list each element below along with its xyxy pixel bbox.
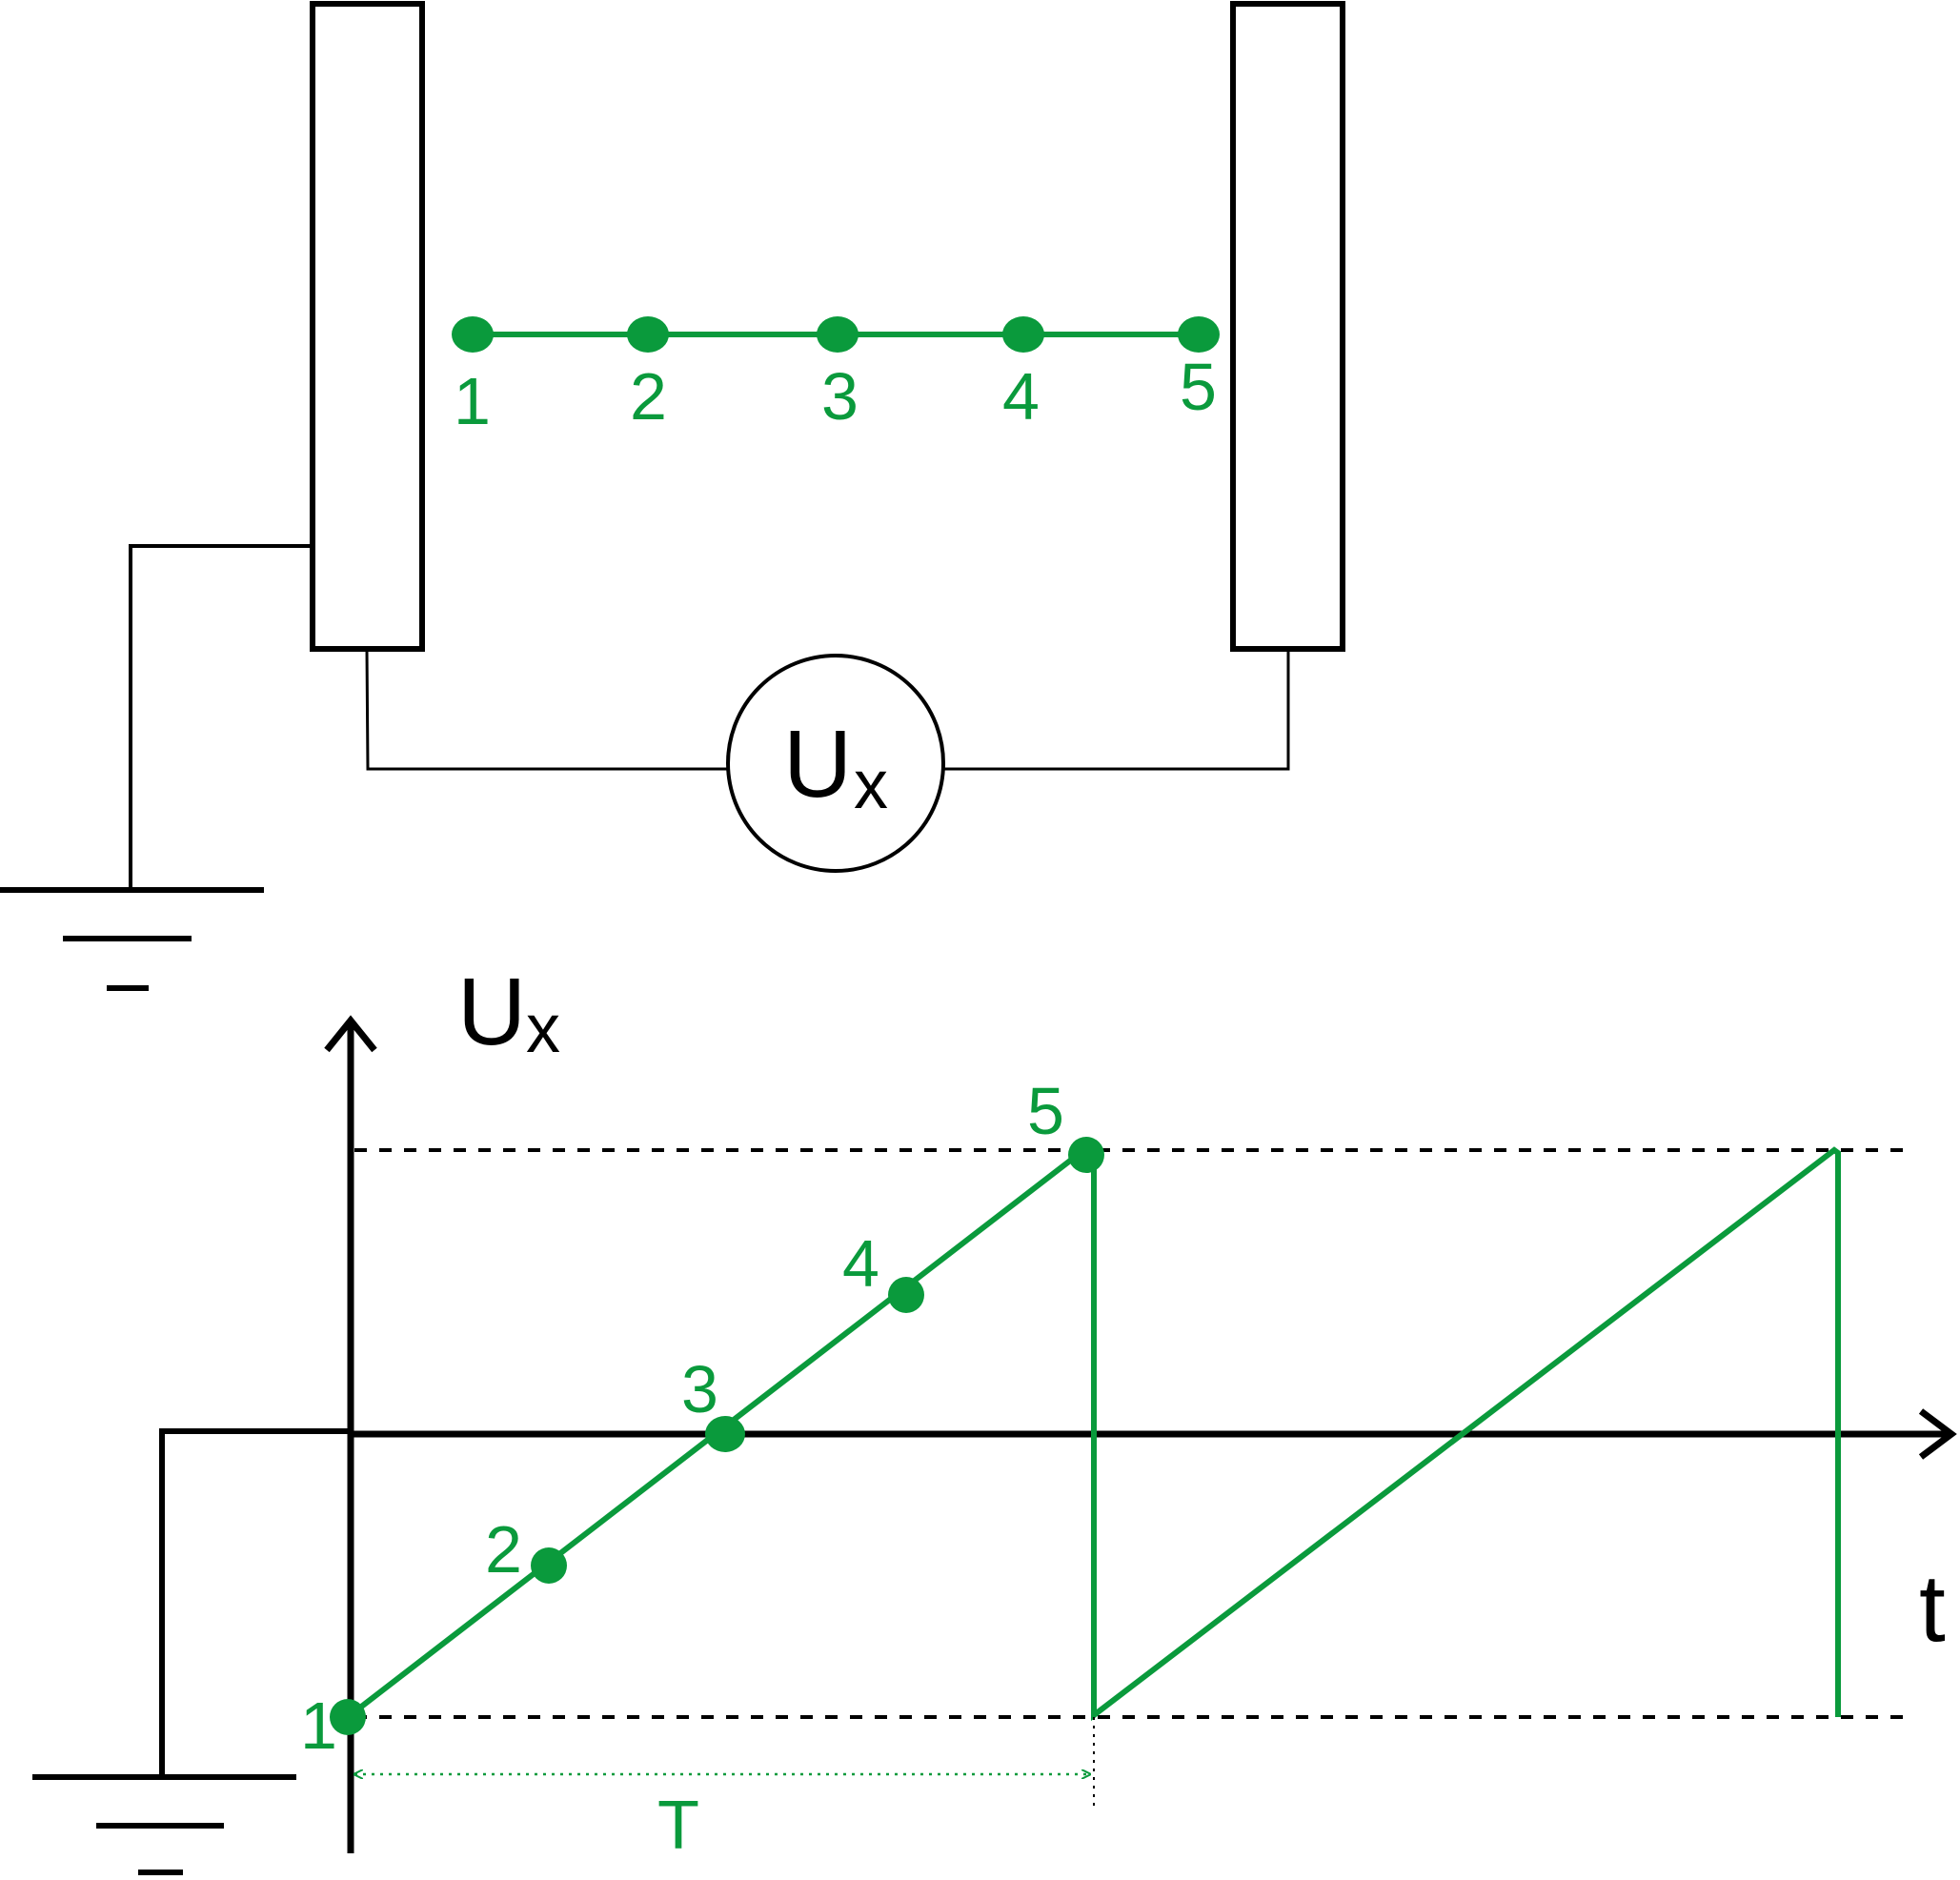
y-axis-subscript: x bbox=[526, 991, 560, 1067]
voltmeter-wire-left bbox=[365, 648, 728, 771]
probe-node-1 bbox=[452, 316, 494, 353]
period-label: T bbox=[657, 1788, 699, 1864]
probe-label-2: 2 bbox=[630, 359, 667, 434]
x-axis-label: t bbox=[1919, 1555, 1946, 1662]
ground-wire bbox=[129, 544, 313, 888]
left-electrode bbox=[310, 1, 425, 652]
probe-nodes bbox=[452, 316, 1220, 353]
graph-ground-wire bbox=[159, 1428, 351, 1777]
graph-point-label-2: 2 bbox=[485, 1512, 522, 1587]
probe-node-2 bbox=[627, 316, 669, 353]
voltmeter-label: U bbox=[783, 711, 852, 818]
probe-node-3 bbox=[817, 316, 859, 353]
graph-point-labels: 1 2 3 4 5 bbox=[300, 1074, 1064, 1763]
graph-point-label-5: 5 bbox=[1027, 1074, 1064, 1148]
probe-node-4 bbox=[1002, 316, 1044, 353]
y-axis-symbol: U bbox=[457, 959, 526, 1065]
voltmeter-circle bbox=[726, 654, 945, 873]
graph-points bbox=[330, 1137, 1104, 1735]
y-axis-label: U bbox=[457, 959, 526, 1065]
graph-point-label-3: 3 bbox=[681, 1352, 718, 1426]
graph-point-5 bbox=[1068, 1137, 1104, 1173]
x-axis-arrowhead bbox=[1918, 1408, 1957, 1460]
graph-point-label-1: 1 bbox=[300, 1688, 337, 1763]
probe-label-1: 1 bbox=[454, 364, 491, 438]
y-axis-arrowhead bbox=[324, 1015, 377, 1053]
circuit: U x 1 2 3 4 5 bbox=[0, 1, 1345, 991]
graph-point-3 bbox=[705, 1416, 745, 1452]
ground-icon bbox=[32, 1774, 296, 1875]
voltmeter-symbol: U bbox=[783, 711, 852, 818]
graph-point-2 bbox=[531, 1547, 567, 1584]
graph: U x t 1 2 3 4 5 T bbox=[32, 959, 1957, 1875]
right-electrode bbox=[1230, 1, 1345, 652]
probe-label-4: 4 bbox=[1002, 359, 1040, 434]
probe-label-3: 3 bbox=[821, 359, 859, 434]
graph-point-label-4: 4 bbox=[842, 1226, 879, 1301]
ground-icon bbox=[0, 887, 264, 991]
graph-point-4 bbox=[888, 1277, 924, 1313]
voltmeter-subscript: x bbox=[854, 747, 888, 823]
graph-point-1 bbox=[330, 1699, 366, 1735]
probe-node-5 bbox=[1178, 316, 1220, 353]
voltmeter-wire-right bbox=[943, 649, 1290, 771]
voltmeter: U x bbox=[726, 654, 945, 873]
probe-labels: 1 2 3 4 5 bbox=[454, 350, 1217, 438]
probe-label-5: 5 bbox=[1180, 350, 1217, 424]
